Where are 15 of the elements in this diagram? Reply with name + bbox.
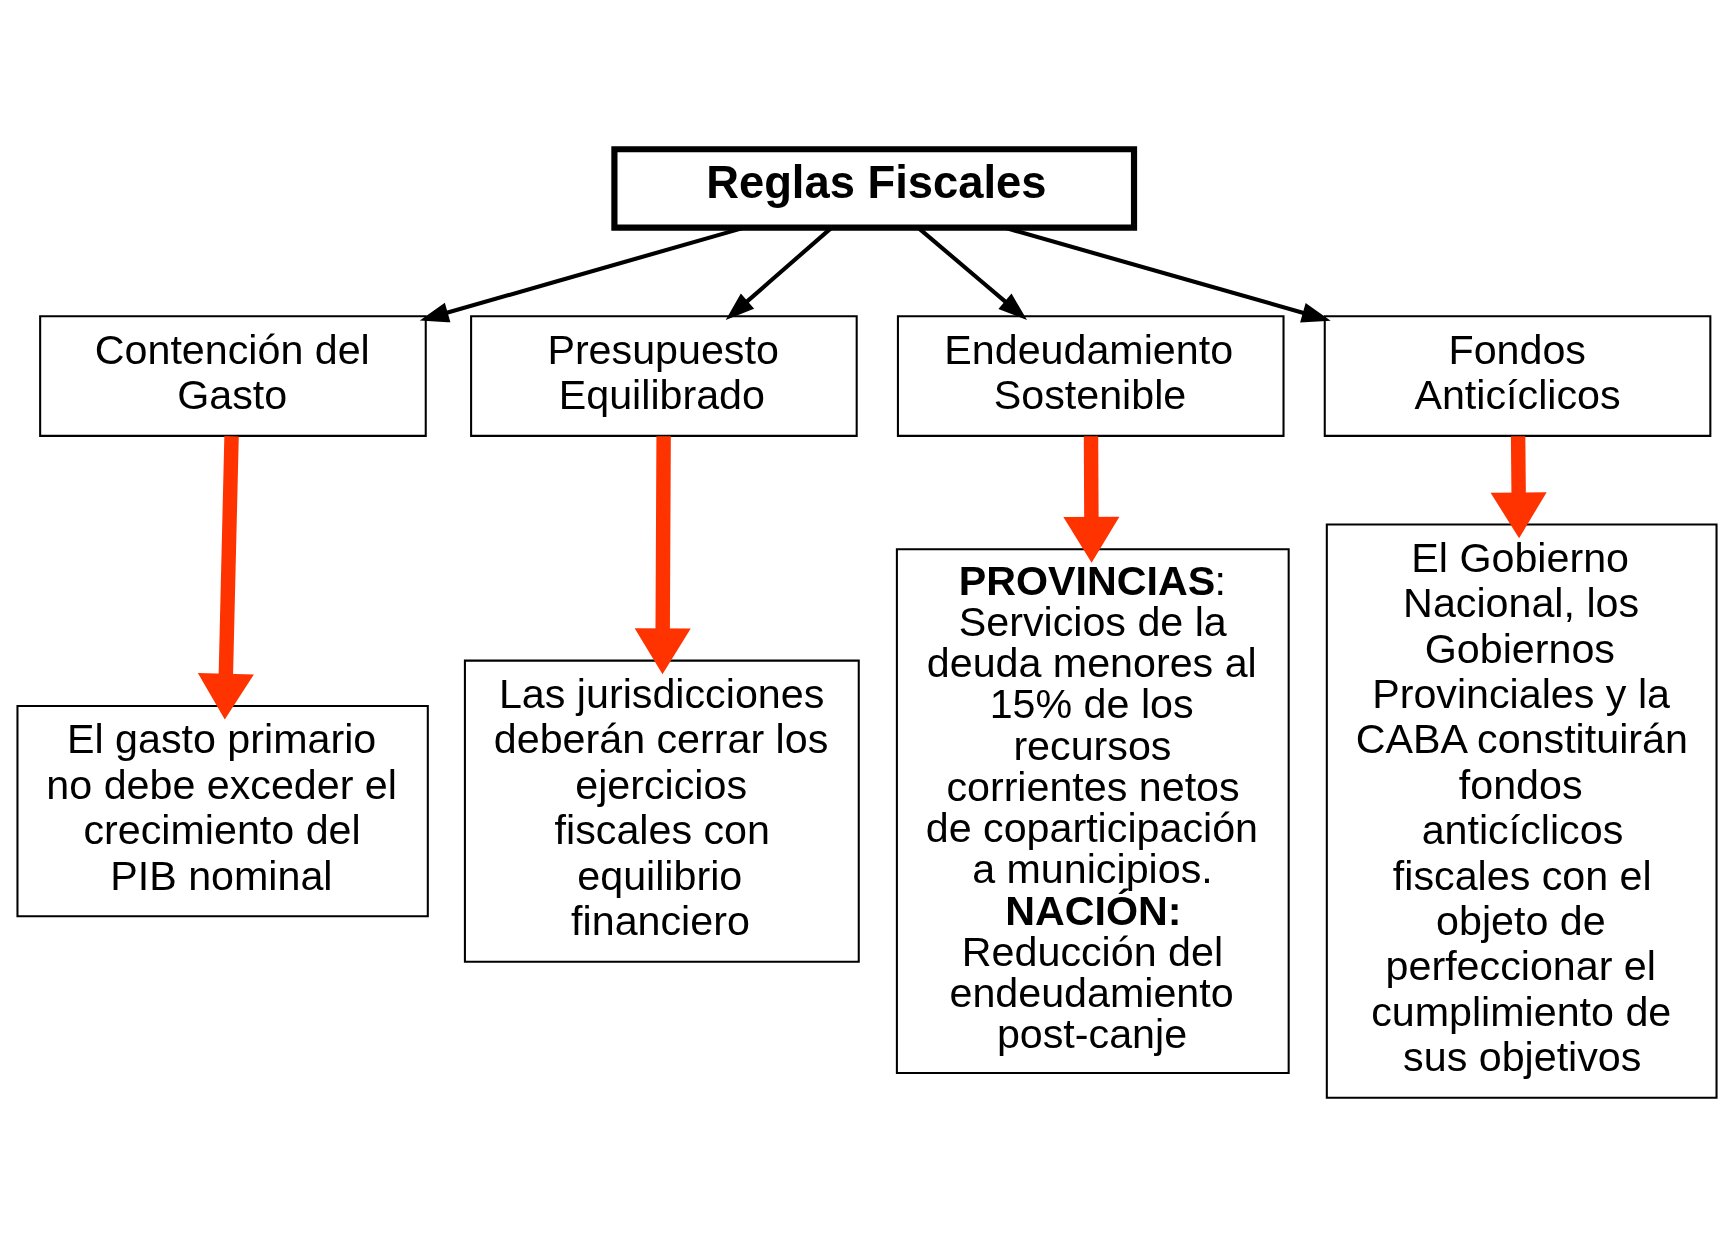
node-box: Endeudamiento Sostenible (896, 315, 1285, 437)
node-box: Las jurisdicciones deberán cerrar los ejercicios fiscales con equilibrio financiero (463, 659, 860, 963)
node-box: Fondos Anticíclicos (1323, 315, 1711, 437)
node-box: El gasto primario no debe exceder el crecimiento del PIB nominal (15, 704, 429, 918)
arrow (1003, 225, 1331, 323)
node-box: El Gobierno Nacional, los Gobiernos Provinciales y la CABA constituirán fondos anticíclicos fiscales con el objeto de perfeccionar el cumplimiento de sus objetivos (1325, 523, 1718, 1099)
node-box: Contención del Gasto (38, 315, 427, 437)
node-box: Reglas Fiscales (610, 146, 1137, 231)
arrow (419, 225, 745, 323)
arrow (1490, 436, 1547, 539)
node-box: PROVINCIAS: Servicios de la deuda menores al 15% de los recursos corrientes netos de coparticipación a municipios. NACIÓN: Reducción del endeudamiento post-canje (895, 548, 1290, 1075)
arrow (634, 436, 691, 675)
arrow (1062, 436, 1119, 563)
node-box: Presupuesto Equilibrado (469, 315, 858, 437)
arrow (197, 436, 254, 720)
